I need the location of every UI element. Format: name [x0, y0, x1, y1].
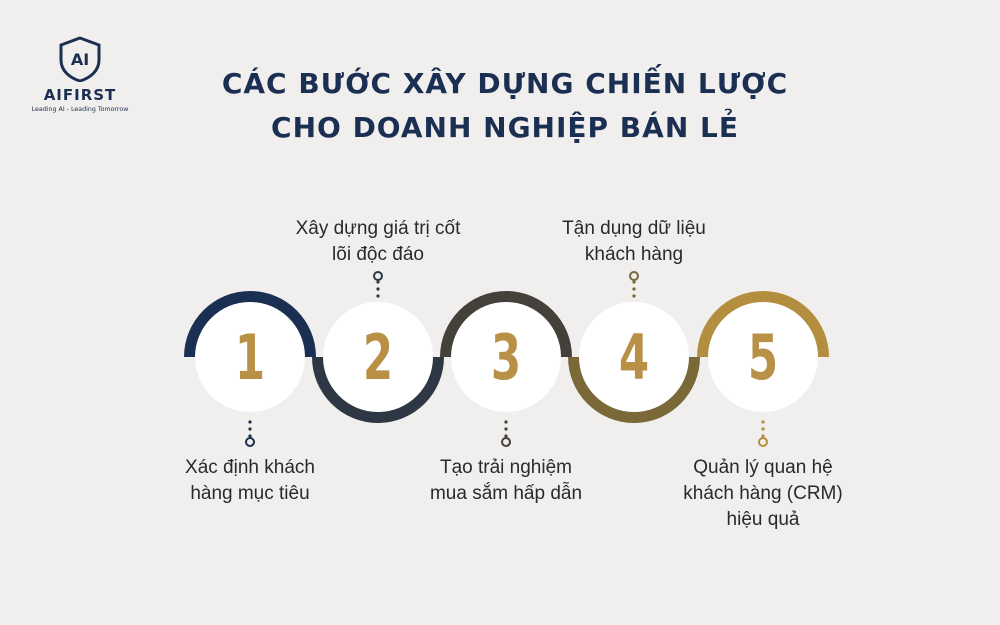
step-label-1: Xác định khách hàng mục tiêu: [130, 455, 370, 507]
brand-tagline: Leading AI - Leading Tomorrow: [31, 106, 129, 113]
connector-dot-5-3: [761, 434, 765, 438]
step-label-5-line-3: hiệu quả: [726, 509, 800, 530]
step-ring-1: [184, 291, 316, 357]
step-label-4-line-1: Tận dụng dữ liệu: [562, 218, 706, 239]
step-label-5: Quản lý quan hệ khách hàng (CRM) hiệu quả: [643, 455, 883, 533]
connector-dot-1-2: [248, 427, 252, 431]
step-circle-5: [708, 302, 818, 412]
connector-dot-4-3: [632, 294, 636, 298]
page-title: CÁC BƯỚC XÂY DỰNG CHIẾN LƯỢC CHO DOANH N…: [150, 62, 860, 150]
connector-node-5: [758, 437, 768, 447]
step-number-2: 2: [363, 322, 393, 394]
step-ring-3: [440, 291, 572, 357]
step-circle-3: [451, 302, 561, 412]
connector-node-3: [501, 437, 511, 447]
connector-dot-4-2: [632, 287, 636, 291]
step-label-3-line-1: Tạo trải nghiệm: [439, 457, 572, 478]
connector-node-4: [629, 271, 639, 281]
brand-logo: AI AIFIRST Leading AI - Leading Tomorrow: [20, 36, 140, 113]
connector-dot-2-3: [376, 294, 380, 298]
title-line-1: CÁC BƯỚC XÂY DỰNG CHIẾN LƯỢC: [221, 67, 789, 100]
step-number-1: 1: [235, 322, 265, 394]
step-label-5-line-1: Quản lý quan hệ: [693, 457, 833, 478]
connector-dot-1-1: [248, 420, 252, 424]
step-circle-4: [579, 302, 689, 412]
step-number-5: 5: [748, 322, 778, 394]
step-ring-2: [312, 357, 444, 423]
step-number-4: 4: [619, 322, 649, 394]
connector-dot-3-3: [504, 434, 508, 438]
step-label-2: Xây dựng giá trị cốt lõi độc đáo: [258, 216, 498, 268]
title-line-2: CHO DOANH NGHIỆP BÁN LẺ: [271, 111, 739, 144]
step-label-3-line-2: mua sắm hấp dẫn: [429, 483, 583, 504]
step-label-4: Tận dụng dữ liệu khách hàng: [514, 216, 754, 268]
step-label-2-line-1: Xây dựng giá trị cốt: [295, 218, 461, 239]
step-label-1-line-1: Xác định khách: [185, 457, 315, 478]
connector-dot-2-1: [376, 280, 380, 284]
connector-dot-5-2: [761, 427, 765, 431]
step-circle-2: [323, 302, 433, 412]
brand-name: AIFIRST: [43, 86, 117, 104]
connector-dot-3-2: [504, 427, 508, 431]
step-number-3: 3: [491, 322, 521, 394]
step-label-2-line-2: lõi độc đáo: [332, 244, 424, 265]
step-label-5-line-2: khách hàng (CRM): [683, 483, 843, 504]
step-ring-5: [697, 291, 829, 357]
step-label-1-line-2: hàng mục tiêu: [190, 483, 310, 504]
connector-node-1: [245, 437, 255, 447]
connector-dot-1-3: [248, 434, 252, 438]
shield-icon: AI: [59, 36, 101, 82]
logo-mark-text: AI: [71, 50, 89, 69]
connector-dot-5-1: [761, 420, 765, 424]
connector-dot-4-1: [632, 280, 636, 284]
step-ring-4: [568, 357, 700, 423]
step-circle-1: [195, 302, 305, 412]
connector-dot-3-1: [504, 420, 508, 424]
step-label-4-line-2: khách hàng: [584, 244, 684, 265]
connector-node-2: [373, 271, 383, 281]
step-label-3: Tạo trải nghiệm mua sắm hấp dẫn: [386, 455, 626, 507]
connector-dot-2-2: [376, 287, 380, 291]
